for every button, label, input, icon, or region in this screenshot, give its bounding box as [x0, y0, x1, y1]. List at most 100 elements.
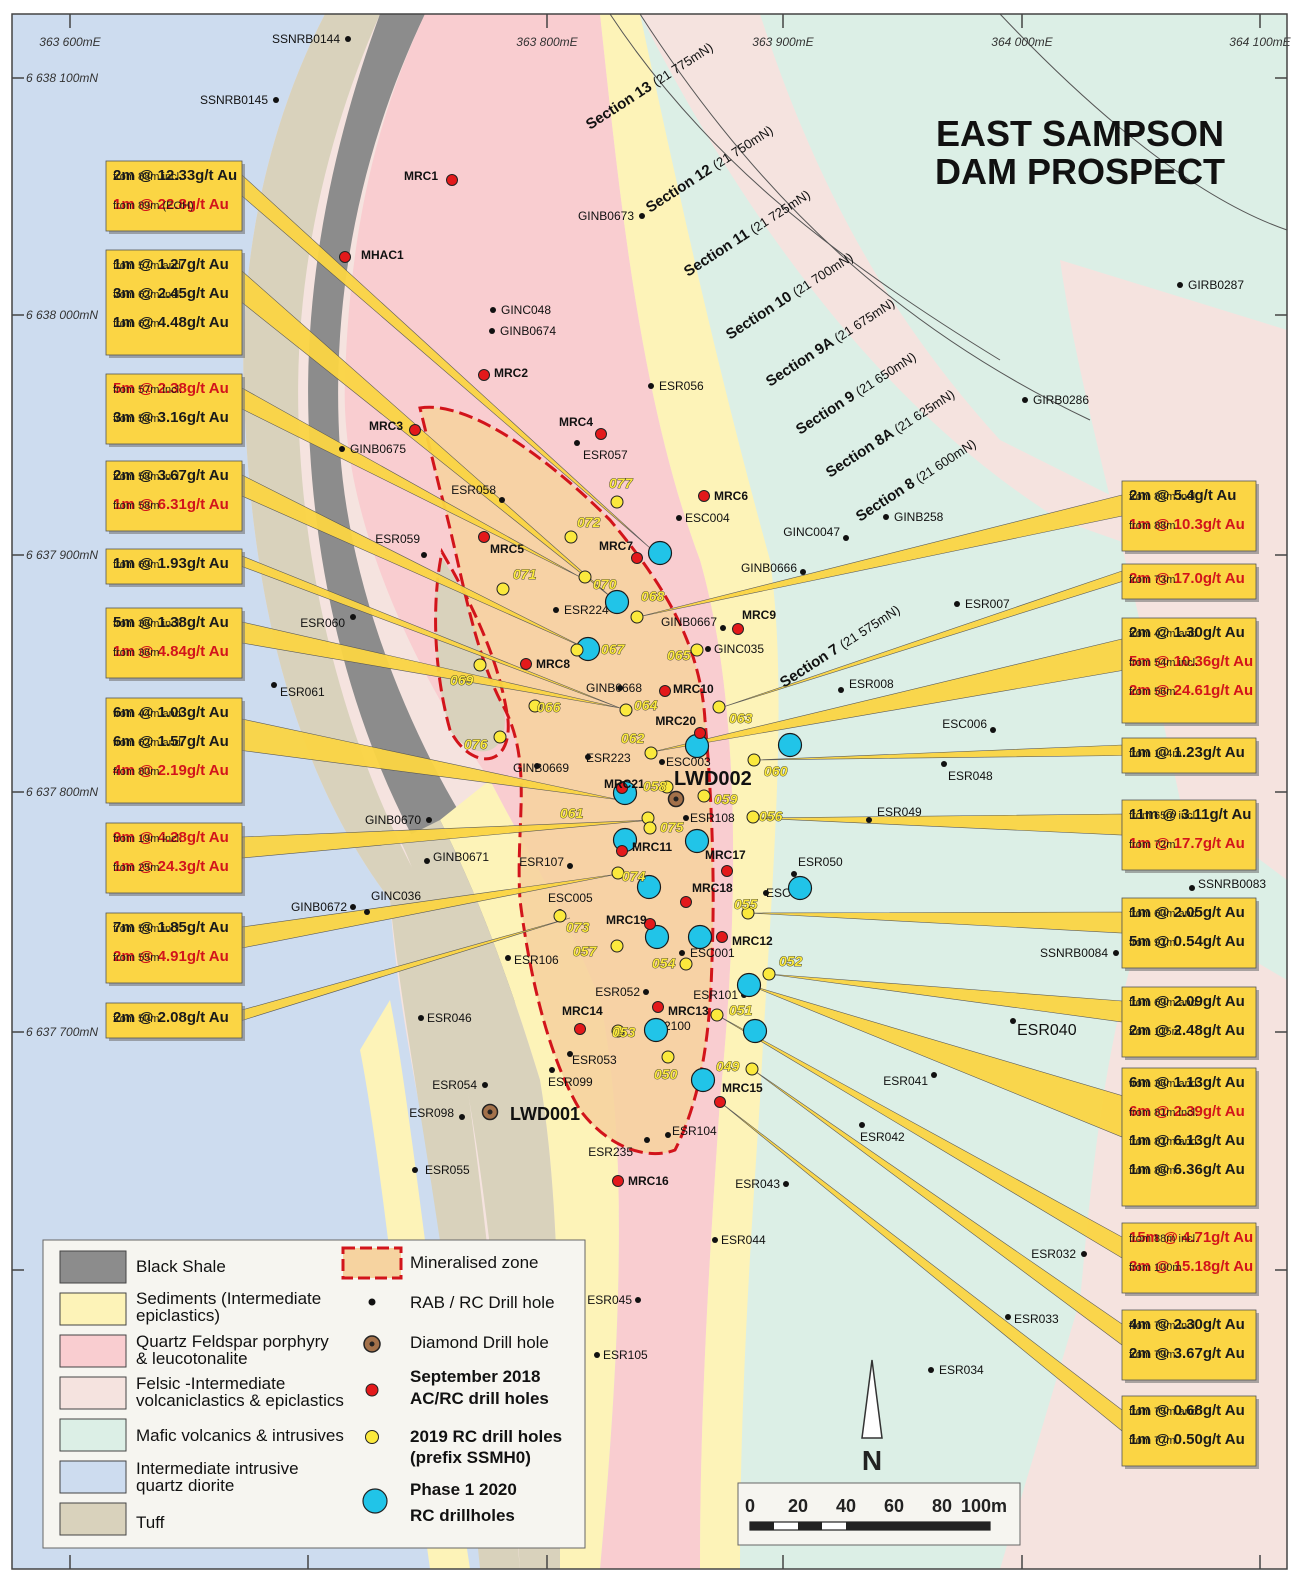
rab-hole-dot-icon	[1189, 885, 1195, 891]
annotation-line: 6m @ 1.13g/t Au	[1129, 1074, 1245, 1091]
rab-hole-label: GINB0666	[741, 561, 797, 575]
phase1-hole-icon	[684, 828, 710, 854]
northing-label: 6 638 000mN	[26, 308, 98, 322]
rc2019-hole: 077	[609, 475, 634, 509]
rab-hole: ESR058	[451, 483, 505, 503]
rc2019-hole-label: 064	[634, 697, 658, 713]
map-title-line2: DAM PROSPECT	[935, 151, 1225, 192]
tuff-west	[243, 14, 520, 1569]
sept2018-hole: MRC11	[616, 840, 672, 857]
annotation-line: from 115m	[1129, 1026, 1181, 1038]
sept2018-hole-label: MRC18	[692, 881, 733, 895]
rc2019-hole-icon	[712, 700, 726, 714]
sept2018-hole-label: MRC20	[655, 714, 696, 728]
sept2018-hole-label: MRC1	[404, 169, 438, 183]
annotation-line: from 62m	[113, 318, 159, 330]
sept2018-hole: MRC13	[652, 1001, 709, 1018]
rab-hole: ESR053	[567, 1051, 617, 1067]
diamond-hole: LWD001	[481, 1103, 580, 1124]
rab-hole: ESR034	[928, 1363, 984, 1377]
scale-bar-tick-label: 80	[932, 1496, 952, 1516]
rc2019-hole-icon	[660, 780, 674, 794]
rab-hole-dot-icon	[783, 1181, 789, 1187]
map-frame	[11, 13, 1288, 1570]
rc2019-hole: 051	[710, 1002, 753, 1022]
annotation-line: from 79m	[1129, 1349, 1175, 1361]
rab-hole: SSNRB0144	[272, 32, 351, 46]
rc2019-hole-icon	[747, 753, 761, 767]
rab-hole-label: GINB0669	[513, 761, 569, 775]
rab-hole: ESR044	[712, 1233, 766, 1247]
rab-hole-dot-icon	[644, 1137, 650, 1143]
scale-bar-segment	[750, 1522, 774, 1530]
phase1-hole-icon	[643, 1017, 669, 1043]
annotation-line: 9m @ 4.28g/t Au	[113, 829, 229, 846]
northing-label: 6 637 800mN	[26, 785, 98, 799]
phase1-hole-icon	[690, 1067, 716, 1093]
annotation-line: 2m @ 3.67g/t Au	[113, 467, 229, 484]
rab-hole: GINC035	[705, 642, 764, 656]
rab-hole-dot-icon	[617, 685, 623, 691]
rc2019-hole-label: 068	[641, 588, 665, 604]
sept2018-hole-label: MRC9	[742, 608, 776, 622]
rab-hole: ESR108	[683, 811, 735, 825]
rc2019-hole: 069	[450, 658, 487, 688]
annotation-line: from 19m incl.	[113, 833, 182, 845]
rab-hole-label: ESR044	[721, 1233, 766, 1247]
rc2019-hole: 057	[573, 939, 624, 959]
rc2019-hole: 065	[667, 643, 704, 663]
rab-hole: ESR235	[588, 1137, 650, 1159]
rab-hole-dot-icon	[482, 1082, 488, 1088]
annotation-box	[105, 697, 243, 804]
rab-hole-dot-icon	[567, 863, 573, 869]
legend-mineralised: Mineralised zone	[410, 1253, 539, 1272]
rab-hole-dot-icon	[928, 1367, 934, 1373]
annotation-line: from 104m	[1129, 748, 1182, 760]
sept2018-hole-label: MRC2	[494, 366, 528, 380]
rc2019-hole-label: 076	[464, 736, 488, 752]
annotation-line: 2m @ 2.48g/t Au	[1129, 1022, 1245, 1039]
sept2018-hole: MRC21	[604, 777, 645, 794]
sept2018-hole-label: MRC12	[732, 934, 773, 948]
annotation-line: from 50m	[113, 1013, 159, 1025]
rc2019-hole-icon	[496, 582, 510, 596]
rab-hole-label: GINB0671	[433, 850, 489, 864]
rab-hole-dot-icon	[838, 687, 844, 693]
sept2018-hole-label: MRC4	[559, 415, 593, 429]
phase1-hole-icon	[644, 924, 670, 950]
annotation-box	[1121, 1222, 1257, 1294]
rab-hole: ESR042	[859, 1122, 905, 1144]
sept2018-hole-icon	[716, 931, 728, 943]
rc2019-hole-label: 056	[759, 808, 783, 824]
annotation-line: from 58m incl.	[113, 471, 182, 483]
annotation-line: 1m @ 2.05g/t Au	[1129, 904, 1245, 921]
rc2019-hole-label: 073	[566, 919, 590, 935]
rab-hole-dot-icon	[364, 909, 370, 915]
legend-tuff: Tuff	[136, 1513, 165, 1532]
annotation-line: from 91m	[1129, 937, 1175, 949]
rab-hole-dot-icon	[574, 440, 580, 446]
rab-hole-label: ESR061	[280, 685, 325, 699]
rab-hole-label: GINB0673	[578, 209, 634, 223]
legend-rc2019-1: 2019 RC drill holes	[410, 1427, 562, 1446]
rab-hole-label: ESC003	[666, 755, 711, 769]
annotation-line: from 25m	[113, 862, 159, 874]
annotation-line: from 78m incl.	[1129, 1320, 1198, 1332]
rab-hole: ESC004	[676, 511, 730, 525]
annotation-line: 2m @ 1.30g/t Au	[1129, 624, 1245, 641]
annotation-line: 1m @ 1.27g/t Au	[113, 256, 229, 273]
sept2018-hole-label: MRC13	[668, 1004, 709, 1018]
legend-felsic-1: Felsic -Intermediate	[136, 1374, 285, 1393]
rc2019-hole: 061	[560, 805, 655, 825]
rc2019-hole-label: 059	[714, 791, 738, 807]
rab-hole-dot-icon	[659, 759, 665, 765]
sept2018-hole: MRC18	[680, 881, 733, 908]
rab-hole: ESR041	[883, 1072, 937, 1088]
annotation-box	[105, 373, 243, 445]
